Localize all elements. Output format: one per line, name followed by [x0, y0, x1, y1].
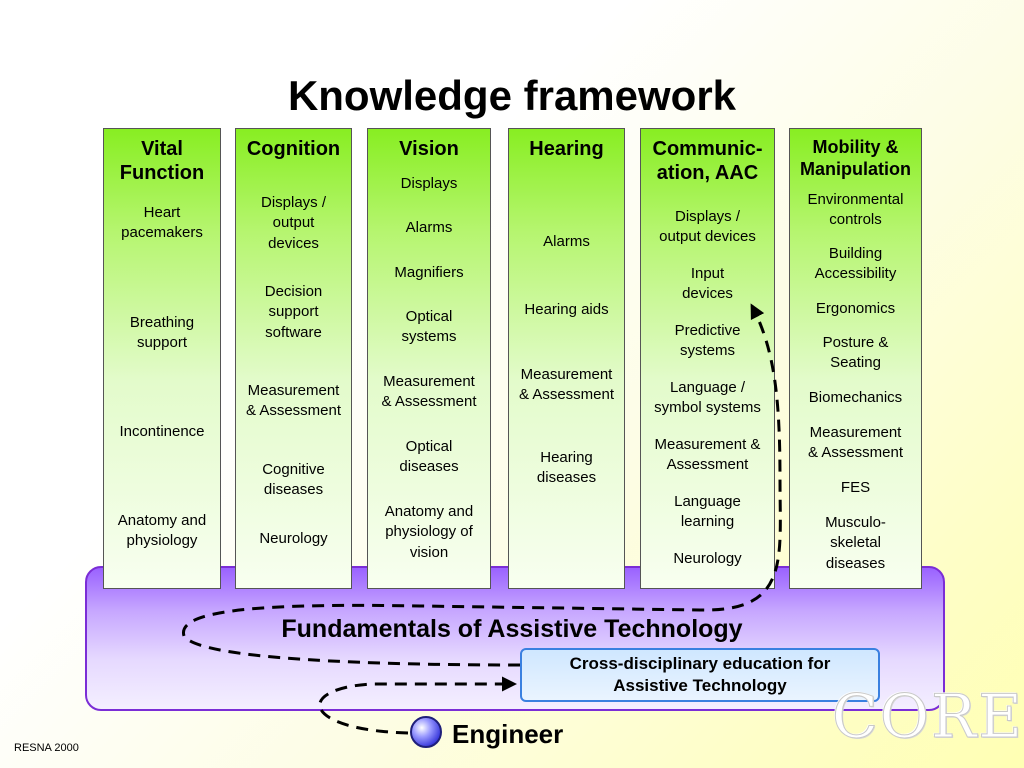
- column-item: Posture & Seating: [822, 334, 889, 372]
- column-item: FES: [840, 479, 871, 496]
- column-item: Incontinence: [119, 423, 205, 440]
- column-mobility-manipulation: Mobility & Manipulation Environmental co…: [789, 128, 922, 589]
- column-item: Environmental controls: [807, 191, 904, 229]
- column-item: Neurology: [259, 530, 328, 547]
- column-item: Hearing aids: [524, 301, 609, 318]
- column-item: Alarms: [405, 219, 453, 236]
- column-heading: Vision: [399, 138, 459, 160]
- column-item: Cognitive diseases: [262, 461, 325, 499]
- column-item: Language / symbol systems: [654, 379, 761, 417]
- dashed-path-education-to-communication: [182, 303, 782, 667]
- engineer-node-icon: [410, 716, 442, 748]
- foundation-title: Fundamentals of Assistive Technology: [281, 615, 743, 643]
- column-item: Breathing support: [129, 314, 195, 352]
- column-item: Predictive systems: [674, 322, 741, 360]
- column-vital-function: Vital Function Heart pacemakers Breathin…: [103, 128, 221, 589]
- column-communication-aac: Communic- ation, AAC Displays / output d…: [640, 128, 775, 589]
- column-item: Measurement & Assessment: [381, 373, 477, 411]
- column-item: Building Accessibility: [814, 245, 897, 283]
- column-hearing: Hearing Alarms Hearing aids Measurement …: [508, 128, 625, 589]
- column-item: Optical systems: [401, 308, 457, 346]
- column-cognition: Cognition Displays / output devices Deci…: [235, 128, 352, 589]
- column-heading: Cognition: [246, 138, 341, 160]
- footer-text: RESNA 2000: [14, 742, 79, 754]
- engineer-label: Engineer: [452, 719, 564, 749]
- column-vision: Vision Displays Alarms Magnifiers Optica…: [367, 128, 491, 589]
- column-item: Biomechanics: [808, 389, 903, 406]
- cross-disciplinary-box: Cross-disciplinary education for Assisti…: [520, 648, 880, 702]
- column-item: Ergonomics: [815, 300, 896, 317]
- column-item: Decision support software: [264, 283, 323, 341]
- column-item: Displays / output devices: [260, 194, 327, 252]
- column-item: Heart pacemakers: [121, 204, 203, 242]
- column-item: Displays: [400, 175, 458, 192]
- column-item: Hearing diseases: [536, 449, 597, 487]
- column-item: Anatomy and physiology of vision: [384, 503, 474, 561]
- slide-title: Knowledge framework: [287, 72, 737, 119]
- column-item: Measurement & Assessment: [245, 382, 342, 420]
- column-item: Anatomy and physiology: [117, 512, 207, 550]
- column-heading: Vital Function: [119, 138, 205, 184]
- column-item: Neurology: [673, 550, 742, 567]
- dashed-path-engineer-to-education: [318, 676, 517, 735]
- column-item: Musculo- skeletal diseases: [825, 514, 886, 572]
- column-item: Alarms: [543, 233, 590, 250]
- column-item: Displays / output devices: [659, 208, 756, 246]
- column-heading: Mobility & Manipulation: [800, 137, 911, 179]
- column-item: Language learning: [674, 493, 741, 531]
- column-heading: Communic- ation, AAC: [652, 138, 763, 184]
- column-item: Measurement & Assessment: [518, 366, 615, 404]
- column-item: Optical diseases: [399, 438, 459, 476]
- column-item: Measurement & Assessment: [654, 436, 761, 474]
- column-item: Input devices: [682, 265, 733, 303]
- column-item: Measurement & Assessment: [807, 424, 904, 462]
- column-item: Magnifiers: [394, 264, 464, 281]
- column-heading: Hearing: [529, 138, 604, 160]
- core-logo: CORE: [831, 682, 1024, 753]
